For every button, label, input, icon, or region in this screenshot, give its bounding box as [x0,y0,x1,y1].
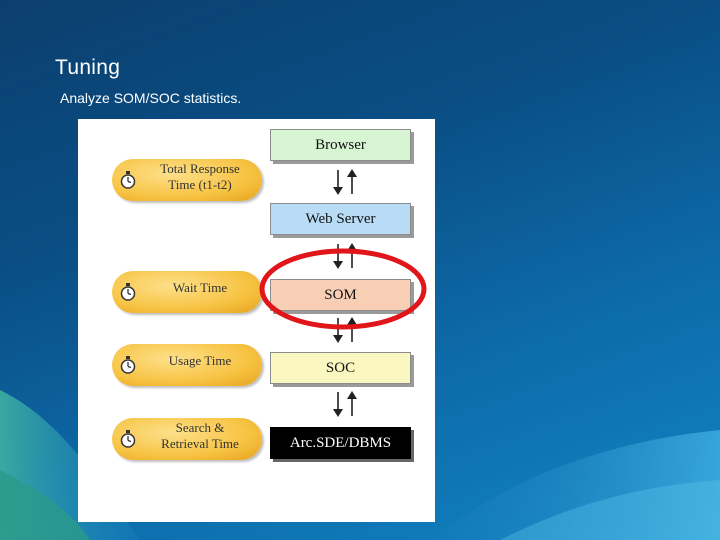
soc-box: SOC [270,352,411,384]
bidirectional-arrows [333,169,357,195]
timer-search-retrieval: Search & Retrieval Time [112,418,262,460]
timer-label-line1: Total Response [160,161,240,176]
timer-label-line1: Usage Time [168,353,232,368]
som-box: SOM [270,279,411,311]
timer-label-line2: Retrieval Time [161,436,239,451]
slide-subtitle: Analyze SOM/SOC statistics. [60,90,242,106]
timer-total-response: Total Response Time (t1-t2) [112,159,262,201]
stopwatch-icon [120,171,136,189]
web-server-box: Web Server [270,203,411,235]
timer-label-line2: Time (t1-t2) [168,177,232,192]
timer-wait: Wait Time [112,271,262,313]
dbms-box: Arc.SDE/DBMS [270,427,411,459]
timer-label-line1: Search & [175,420,225,435]
diagram-panel: Total Response Time (t1-t2) Wait Time Us… [78,119,435,522]
timer-label-line1: Wait Time [172,280,228,295]
stopwatch-icon [120,430,136,448]
browser-box: Browser [270,129,411,161]
slide-title: Tuning [55,56,121,79]
stopwatch-icon [120,356,136,374]
highlight-ellipse [259,248,427,330]
bidirectional-arrows [333,391,357,417]
stopwatch-icon [120,283,136,301]
timer-usage: Usage Time [112,344,262,386]
